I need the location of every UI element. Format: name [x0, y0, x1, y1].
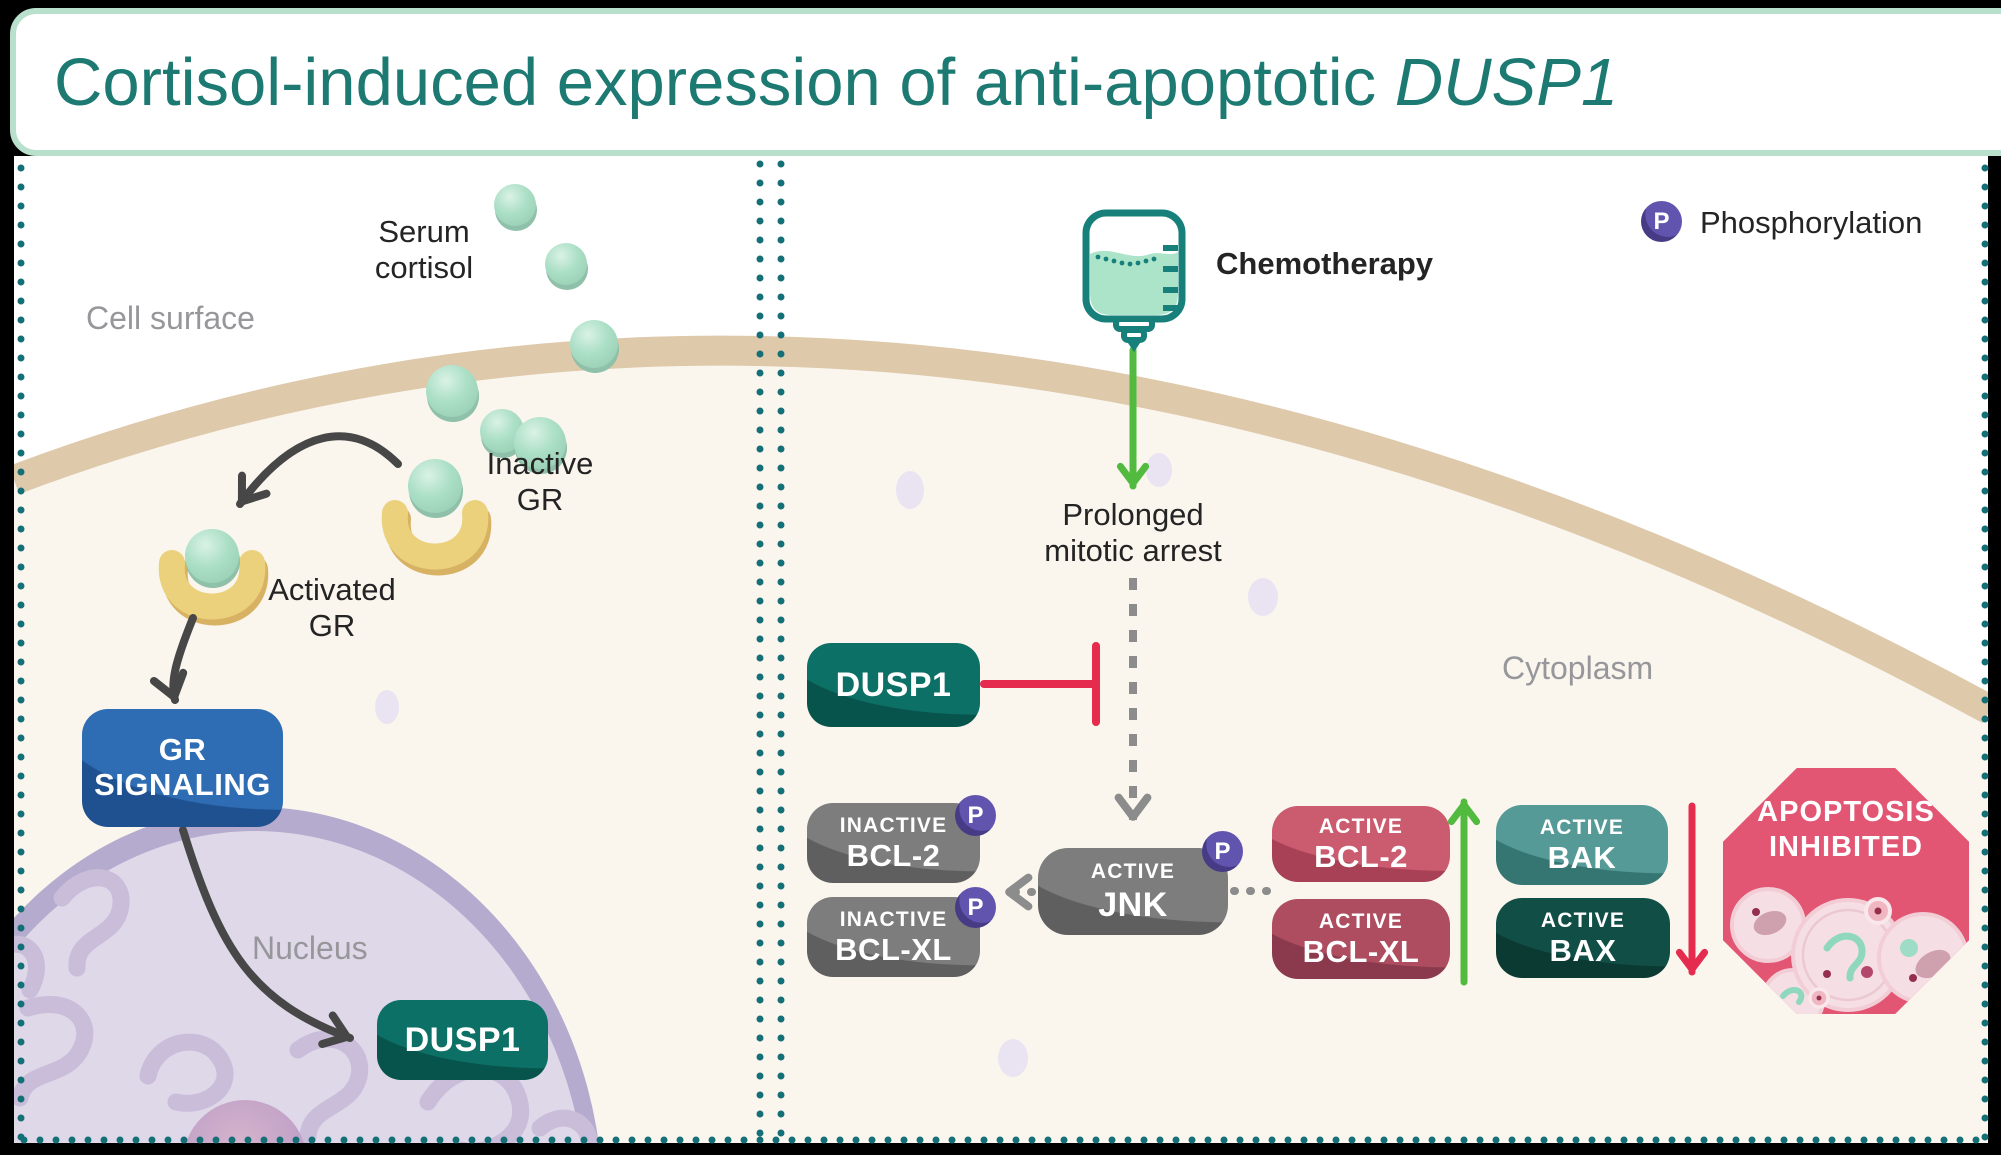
serum-cortisol-label: Serum cortisol — [344, 214, 504, 286]
volume-ticks — [1163, 245, 1178, 311]
label-line: cortisol — [374, 249, 474, 285]
arrow-activated-to-signaling — [149, 614, 197, 704]
cortisol-ball — [185, 529, 239, 583]
label-line: Inactive — [486, 446, 594, 481]
cortisol-ball — [480, 409, 525, 458]
active-jnk-box: ACTIVE JNK — [1038, 848, 1228, 935]
label-line: mitotic arrest — [1044, 532, 1222, 568]
state-label: ACTIVE — [1318, 909, 1404, 933]
nucleolus — [185, 1100, 305, 1143]
title-gene-italic: DUSP1 — [1394, 44, 1619, 120]
cortisol-ball — [494, 184, 537, 231]
title-text: Cortisol-induced expression of anti-apop… — [54, 44, 1395, 120]
protein-name: DUSP1 — [404, 1020, 521, 1059]
inhibition-tbar — [980, 642, 1100, 726]
phospho-badge-legend: P — [1641, 201, 1682, 242]
apoptosis-inhibited-sign: APOPTOSIS INHIBITED — [1723, 768, 1969, 1014]
label-line: APOPTOSIS — [1757, 796, 1935, 828]
inactive-gr-label: Inactive GR — [468, 446, 612, 518]
page-title: Cortisol-induced expression of anti-apop… — [54, 44, 1618, 121]
mitotic-arrest-label: Prolonged mitotic arrest — [1003, 497, 1263, 569]
active-bclxl-box: ACTIVE BCL-XL — [1272, 899, 1450, 979]
cell-membrane — [14, 335, 1988, 724]
protein-name: BCL-XL — [1302, 933, 1420, 969]
bag-nozzle — [1113, 316, 1155, 352]
cortisol-ball — [545, 243, 588, 290]
phosphorylation-label: Phosphorylation — [1700, 205, 1923, 240]
phospho-badge-jnk: P — [1202, 831, 1243, 872]
arrow-signaling-to-dusp1 — [179, 826, 354, 1048]
state-label: INACTIVE — [839, 907, 948, 931]
cortisol-ball — [408, 459, 462, 513]
protein-name: BAX — [1549, 932, 1617, 968]
protein-name: BAK — [1547, 839, 1617, 875]
apoptosis-inhibited-label: APOPTOSIS INHIBITED — [1723, 768, 1969, 866]
inactive-bcl2-box: INACTIVE BCL-2 — [807, 803, 980, 883]
active-bak-box: ACTIVE BAK — [1496, 805, 1668, 885]
label-line: GR — [308, 607, 356, 643]
gr-signaling-box: GR SIGNALING — [82, 709, 283, 827]
state-label: ACTIVE — [1539, 815, 1625, 839]
cytoplasm-label: Cytoplasm — [1502, 650, 1654, 686]
phospho-badge-bcl2: P — [955, 795, 996, 836]
liquid-dots — [1095, 254, 1157, 267]
label-line: Activated — [268, 572, 396, 607]
activated-gr-label: Activated GR — [256, 572, 408, 644]
cell-surface-label: Cell surface — [86, 300, 255, 336]
title-bar: Cortisol-induced expression of anti-apop… — [10, 8, 2001, 156]
protein-name: BCL-2 — [846, 837, 941, 873]
inactive-gr-receptor — [381, 459, 492, 576]
active-bax-box: ACTIVE BAX — [1496, 898, 1670, 978]
label-line: Prolonged — [1062, 497, 1204, 532]
cortisol-ball — [570, 320, 619, 373]
inactive-bclxl-box: INACTIVE BCL-XL — [807, 897, 980, 977]
protein-name: BCL-XL — [835, 931, 952, 967]
dusp1-box-cytoplasm: DUSP1 — [807, 643, 980, 727]
box-text: GR — [158, 732, 207, 768]
cortisol-ball — [426, 365, 479, 422]
cortisol-ball — [514, 417, 567, 474]
nucleus-label: Nucleus — [252, 930, 368, 966]
label-line: Serum — [378, 214, 470, 249]
dusp1-box-nucleus: DUSP1 — [377, 1000, 548, 1080]
box-text: SIGNALING — [94, 767, 271, 802]
protein-name: JNK — [1098, 885, 1168, 924]
cytoplasm-specks — [225, 453, 1278, 1077]
active-bcl2-box: ACTIVE BCL-2 — [1272, 806, 1450, 882]
label-line: GR — [516, 481, 564, 517]
state-label: ACTIVE — [1540, 908, 1626, 932]
iv-bag-icon — [1082, 209, 1186, 352]
state-label: INACTIVE — [839, 813, 948, 837]
state-label: ACTIVE — [1318, 814, 1404, 838]
activated-gr-receptor — [158, 529, 269, 626]
protein-name: BCL-2 — [1314, 838, 1408, 874]
phospho-badge-bclxl: P — [955, 887, 996, 928]
cortisol-molecules — [426, 184, 619, 474]
label-line: INHIBITED — [1769, 831, 1923, 864]
state-label: ACTIVE — [1090, 860, 1176, 884]
arrow-inactive-to-activated — [236, 432, 402, 508]
chemotherapy-label: Chemotherapy — [1216, 246, 1434, 281]
protein-name: DUSP1 — [835, 665, 952, 704]
